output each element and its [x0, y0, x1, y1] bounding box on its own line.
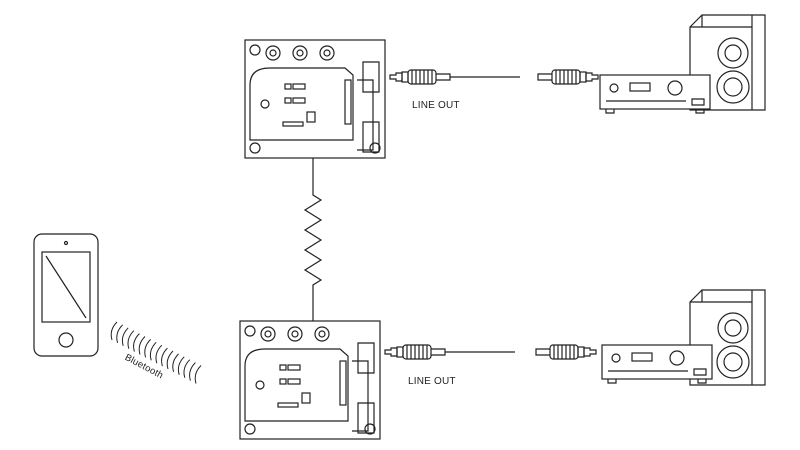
wave-arc [138, 336, 146, 355]
wave-arc [177, 356, 185, 375]
wave-arc [194, 365, 202, 384]
smartphone-icon [33, 233, 99, 357]
wave-arc [183, 359, 191, 378]
wave-arc [189, 362, 196, 381]
audio-board-top [244, 39, 386, 159]
bluetooth-waves-icon [110, 321, 202, 384]
amplifier-receiver-bottom [601, 344, 713, 384]
wave-arc [133, 333, 140, 352]
wave-arc [172, 353, 179, 373]
wave-arc [161, 347, 168, 367]
line-out-label-bottom: LINE OUT [408, 376, 456, 387]
audio-board-bottom [239, 320, 381, 440]
resistor-icon [303, 158, 323, 321]
wave-arc [127, 330, 135, 349]
audio-jack-cable-bottom [384, 344, 597, 360]
audio-jack-cable-top [389, 69, 599, 85]
wave-arc [144, 339, 151, 358]
wave-arc [121, 327, 129, 346]
wave-arc [149, 341, 157, 361]
wave-arc [166, 350, 174, 370]
wave-arc [110, 321, 118, 341]
line-out-label-top: LINE OUT [412, 100, 460, 111]
wave-arc [116, 324, 123, 344]
wave-arc [155, 344, 163, 364]
amplifier-receiver-top [599, 74, 711, 114]
